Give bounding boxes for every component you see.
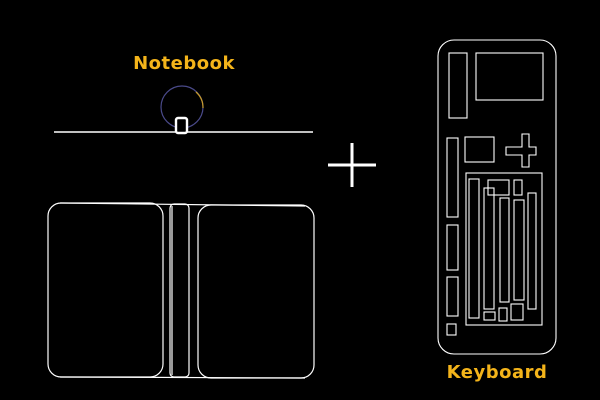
keyboard-key-col-5 — [527, 192, 537, 310]
keyboard-side-key-2 — [446, 224, 459, 271]
keyboard-key-bottom-2 — [498, 307, 508, 322]
notebook-clip — [174, 116, 189, 135]
keyboard-key-panel — [465, 172, 543, 326]
keyboard-illustration — [437, 39, 557, 355]
notebook-top-edge — [59, 202, 306, 207]
keyboard-label: Keyboard — [446, 362, 548, 383]
keyboard-key-col-4 — [513, 199, 525, 301]
keyboard-key-col-1 — [468, 178, 480, 319]
keyboard-side-key-4 — [446, 323, 457, 336]
keyboard-side-key-3 — [446, 276, 459, 317]
plus-icon — [328, 143, 376, 187]
notebook-left-cover — [47, 202, 164, 378]
keyboard-key-col-2 — [483, 187, 495, 310]
keyboard-body — [437, 39, 557, 355]
keyboard-key-top-1 — [487, 179, 510, 196]
keyboard-screen-main — [475, 52, 544, 101]
keyboard-key-col-3 — [499, 197, 510, 303]
keyboard-key-bottom-1 — [483, 311, 496, 321]
notebook-right-cover — [197, 204, 315, 379]
notebook-label: Notebook — [133, 53, 235, 74]
notebook-illustration — [47, 85, 315, 379]
notebook-spine — [169, 203, 190, 378]
keyboard-screen-left — [448, 52, 468, 119]
keyboard-key-bottom-3 — [510, 303, 524, 321]
keyboard-dpad — [505, 133, 537, 168]
keyboard-square-key — [464, 136, 495, 163]
keyboard-key-top-2 — [513, 179, 523, 196]
keyboard-side-key-1 — [446, 137, 459, 218]
notebook-bottom-edge — [59, 376, 306, 379]
notebook-hinge-glow-accent — [195, 91, 204, 109]
